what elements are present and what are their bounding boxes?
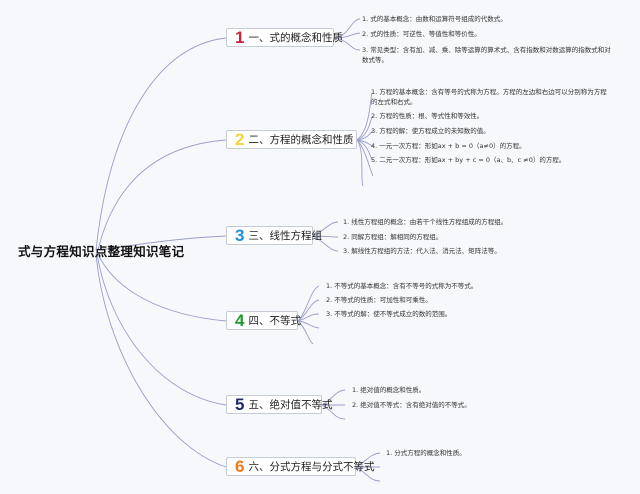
leaf-item[interactable]: 1. 不等式的基本概念：含有不等号的式称为不等式。 bbox=[326, 282, 478, 290]
leaf-item[interactable]: 3. 常见类型：含有加、减、乘、除等运算的算术式、含有指数和对数运算的指数式和对… bbox=[362, 46, 611, 64]
branch-node-5[interactable]: 5 五、绝对值不等式 bbox=[226, 395, 332, 414]
number-badge-5: 5 bbox=[235, 395, 245, 414]
leaf-item[interactable]: 1. 式的基本概念：由数和运算符号组成的代数式。 bbox=[362, 15, 507, 23]
leaf-item[interactable]: 2. 方程的性质：根、等式性和等效性。 bbox=[371, 112, 484, 120]
leaf-item[interactable]: 1. 方程的基本概念：含有等号的式称为方程。方程的左边和右边可以分别称为方程的左… bbox=[371, 88, 607, 106]
branch-node-1[interactable]: 1 一、式的概念和性质 bbox=[226, 28, 343, 47]
leaf-item[interactable]: 2. 式的性质：可逆性、等值性和等价性。 bbox=[362, 30, 481, 38]
root-topic[interactable]: 式与方程知识点整理知识笔记 bbox=[18, 244, 185, 259]
branch-label: 四、不等式 bbox=[248, 315, 301, 327]
leaf-item[interactable]: 2. 绝对值不等式：含有绝对值的不等式。 bbox=[352, 401, 471, 409]
number-badge-2: 2 bbox=[235, 130, 245, 149]
branch-label: 一、式的概念和性质 bbox=[248, 32, 343, 44]
leaf-item[interactable]: 1. 线性方程组的概念：由若干个线性方程组成的方程组。 bbox=[343, 218, 508, 226]
leaf-item[interactable]: 1. 绝对值的概念和性质。 bbox=[352, 386, 426, 394]
leaf-item[interactable]: 2. 同解方程组：解相同的方程组。 bbox=[343, 233, 443, 241]
branch-label: 五、绝对值不等式 bbox=[248, 399, 333, 411]
branch-node-3[interactable]: 3 三、线性方程组 bbox=[226, 226, 322, 245]
branch-label: 六、分式方程与分式不等式 bbox=[248, 461, 375, 473]
number-badge-3: 3 bbox=[235, 226, 245, 245]
leaf-item[interactable]: 1. 分式方程的概念和性质。 bbox=[386, 449, 466, 457]
leaf-item[interactable]: 3. 方程的解：使方程成立的未知数的值。 bbox=[371, 127, 490, 135]
leaf-item[interactable]: 3. 不等式的解：使不等式成立的数的范围。 bbox=[326, 310, 452, 318]
number-badge-1: 1 bbox=[235, 28, 245, 47]
leaf-item[interactable]: 4. 一元一次方程：形如ax + b = 0（a≠0）的方程。 bbox=[371, 142, 526, 150]
branch-label: 三、线性方程组 bbox=[248, 230, 322, 242]
leaf-item[interactable]: 2. 不等式的性质：可加性和可乘性。 bbox=[326, 296, 432, 304]
branch-node-6[interactable]: 6 六、分式方程与分式不等式 bbox=[226, 457, 374, 476]
branch-label: 二、方程的概念和性质 bbox=[248, 134, 354, 146]
number-badge-4: 4 bbox=[235, 311, 245, 330]
leaf-item[interactable]: 5. 二元一次方程：形如ax + by + c = 0（a、b、c ≠0）的方程… bbox=[371, 156, 566, 164]
leaf-item[interactable]: 3. 解线性方程组的方法：代入法、消元法、矩阵法等。 bbox=[343, 247, 501, 255]
branch-node-4[interactable]: 4 四、不等式 bbox=[226, 311, 301, 330]
number-badge-6: 6 bbox=[235, 457, 245, 476]
branch-node-2[interactable]: 2 二、方程的概念和性质 bbox=[226, 130, 357, 149]
